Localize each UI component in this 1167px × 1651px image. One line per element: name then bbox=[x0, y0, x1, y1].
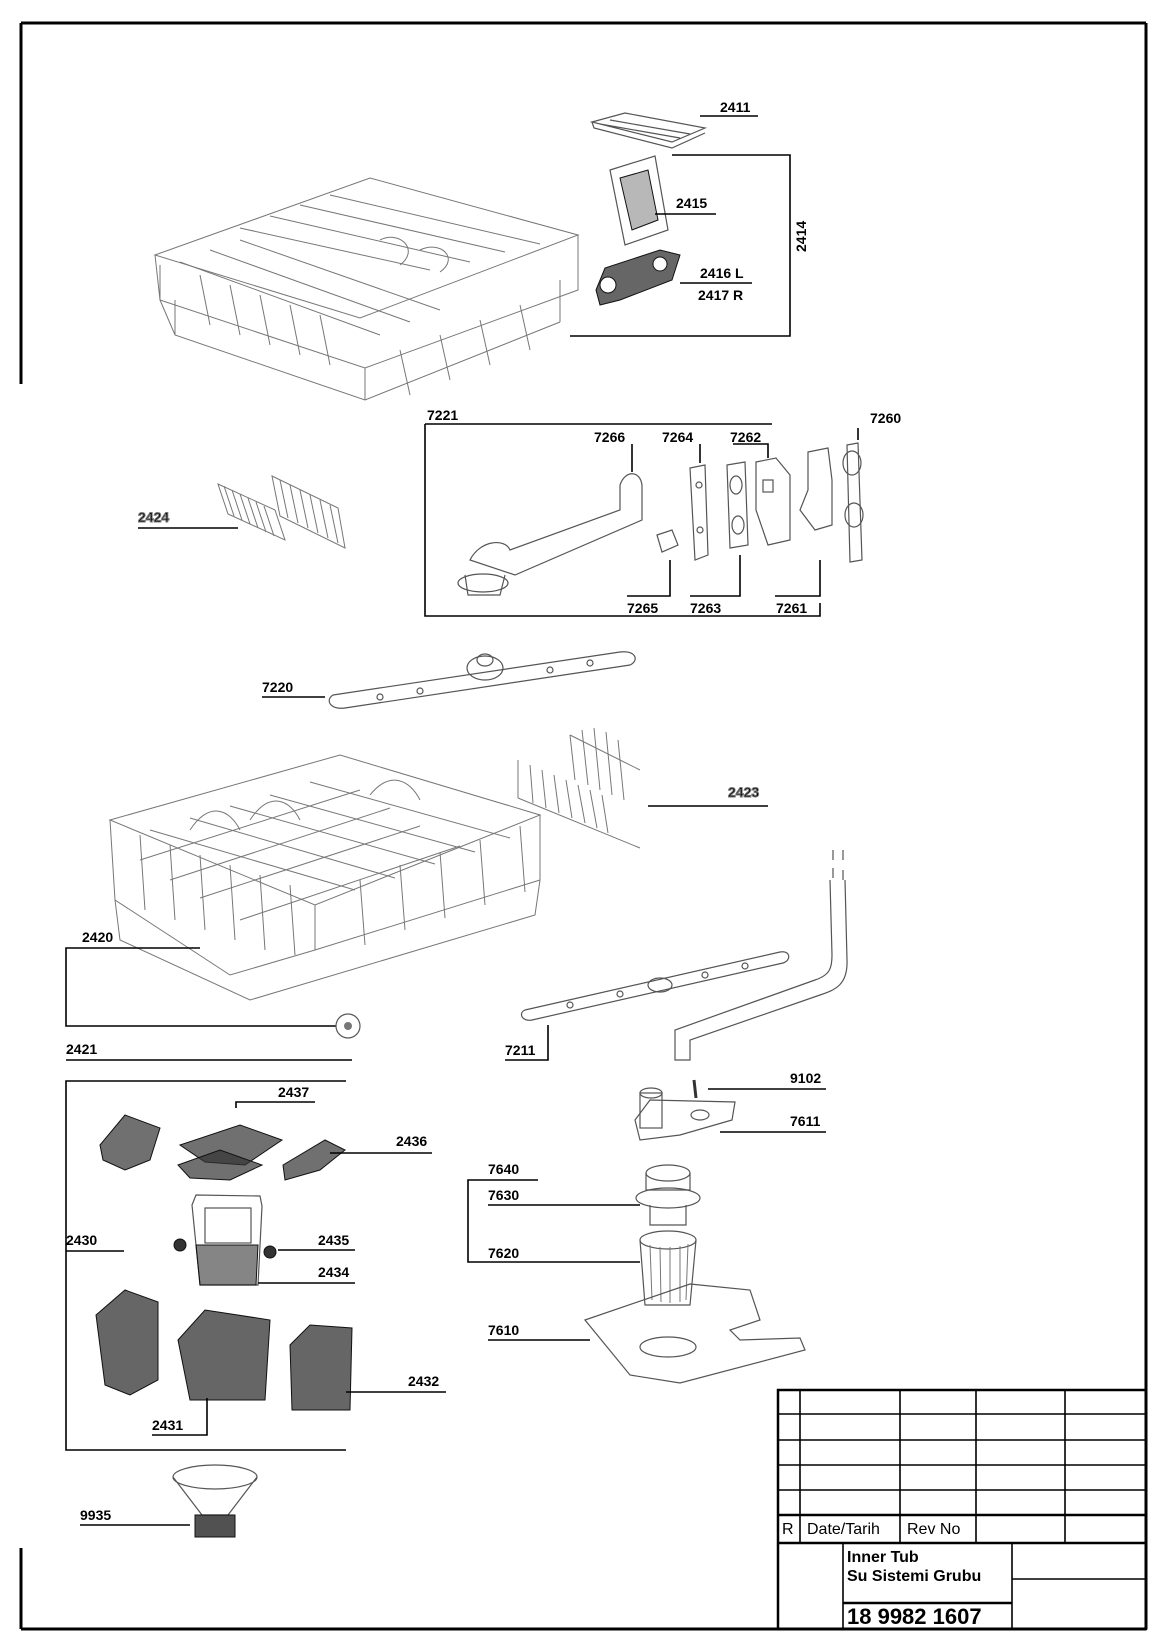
part-7620-mesh-filter bbox=[639, 1230, 697, 1306]
lower-basket-drawing bbox=[108, 754, 542, 1001]
label-2437: 2437 bbox=[278, 1084, 309, 1100]
drawing-border bbox=[19, 21, 1148, 1631]
label-2420: 2420 bbox=[82, 929, 113, 945]
drawing-number: 18 9982 1607 bbox=[847, 1604, 982, 1629]
title-line-2: Su Sistemi Grubu bbox=[847, 1568, 981, 1585]
label-2417: 2417 R bbox=[698, 287, 743, 303]
label-7221: 7221 bbox=[427, 407, 458, 423]
title-block-date-header: Date/Tarih bbox=[807, 1521, 880, 1538]
part-2423-plate-rack: 2423 bbox=[517, 727, 768, 849]
label-7265: 7265 bbox=[627, 600, 658, 616]
part-7630-filter-cap bbox=[635, 1164, 701, 1226]
label-7220: 7220 bbox=[262, 679, 293, 695]
part-7611-hub: 7611 bbox=[634, 1087, 826, 1141]
label-7263: 7263 bbox=[690, 600, 721, 616]
title-block-revno-header: Rev No bbox=[907, 1521, 960, 1538]
label-2430: 2430 bbox=[66, 1232, 97, 1248]
label-9935: 9935 bbox=[80, 1507, 111, 1523]
part-2415-flap: 2415 bbox=[609, 155, 716, 246]
title-block-r-header: R bbox=[782, 1521, 794, 1538]
label-2424: 2424 bbox=[138, 509, 169, 525]
label-2414: 2414 bbox=[793, 221, 809, 252]
upper-basket-drawing bbox=[153, 177, 580, 401]
part-9935-funnel: 9935 bbox=[80, 1464, 258, 1538]
cutlery-basket-group: 2430 2437 2436 2435 2434 2431 2432 bbox=[65, 1080, 446, 1451]
label-2411: 2411 bbox=[720, 99, 751, 115]
label-2423: 2423 bbox=[728, 784, 759, 800]
label-7264: 7264 bbox=[662, 429, 693, 445]
label-2434: 2434 bbox=[318, 1264, 349, 1280]
label-7266: 7266 bbox=[594, 429, 625, 445]
title-block bbox=[776, 1388, 1148, 1631]
label-7260: 7260 bbox=[870, 410, 901, 426]
label-7620: 7620 bbox=[488, 1245, 519, 1261]
label-2435: 2435 bbox=[318, 1232, 349, 1248]
label-7262: 7262 bbox=[730, 429, 761, 445]
label-2416: 2416 L bbox=[700, 265, 744, 281]
label-7630: 7630 bbox=[488, 1187, 519, 1203]
label-7261: 7261 bbox=[776, 600, 807, 616]
part-2416-2417-wheel-holder: 2416 L 2417 R bbox=[595, 249, 752, 306]
part-9102-screw: 9102 bbox=[692, 1070, 826, 1099]
part-7220-spray-arm: 7220 bbox=[262, 651, 636, 709]
label-7211: 7211 bbox=[505, 1042, 536, 1058]
label-7640: 7640 bbox=[488, 1161, 519, 1177]
filter-group-bracket: 7640 7630 7620 bbox=[467, 1161, 640, 1263]
label-2415: 2415 bbox=[676, 195, 707, 211]
bracket-2420-2421: 2420 2421 bbox=[65, 929, 361, 1061]
label-7611: 7611 bbox=[790, 1113, 821, 1129]
bracket-2414: 2414 bbox=[570, 154, 809, 337]
water-feed-pipe bbox=[674, 850, 848, 1061]
part-7211-lower-spray-arm: 7211 bbox=[505, 951, 790, 1061]
part-2424-tine-racks: 2424 bbox=[138, 475, 346, 549]
title-line-1: Inner Tub bbox=[847, 1549, 919, 1566]
label-2431: 2431 bbox=[152, 1417, 183, 1433]
part-7610-filter-plate: 7610 bbox=[488, 1283, 806, 1384]
label-9102: 9102 bbox=[790, 1070, 821, 1086]
label-2432: 2432 bbox=[408, 1373, 439, 1389]
label-2421: 2421 bbox=[66, 1041, 97, 1057]
part-2411-clip: 2411 bbox=[589, 99, 758, 149]
label-2436: 2436 bbox=[396, 1133, 427, 1149]
upper-spray-arm-group: 7221 7266 7264 7262 7260 7261 7263 bbox=[424, 407, 901, 617]
label-7610: 7610 bbox=[488, 1322, 519, 1338]
